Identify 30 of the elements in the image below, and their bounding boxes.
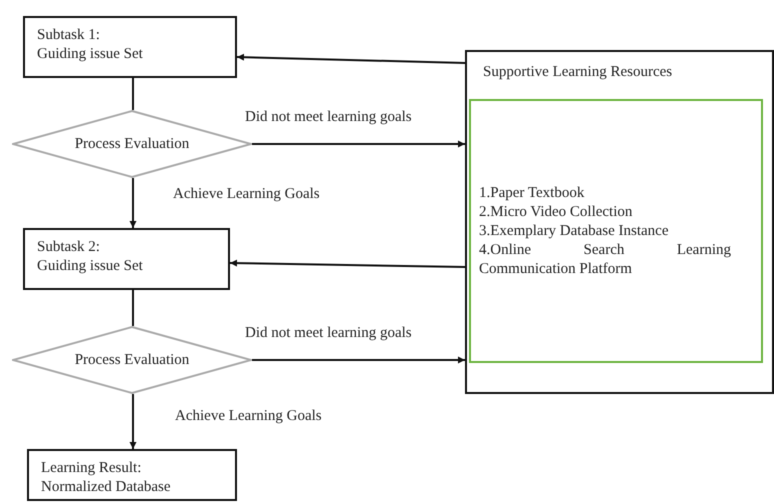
resource-list-box [469,99,763,363]
process-box [23,228,230,290]
arrow [230,260,466,268]
list-item: 3.Exemplary Database Instance [479,222,670,240]
box-heading: Subtask 2: [37,238,100,257]
list-item: 2.Micro Video Collection [479,202,634,222]
edge-label: Achieve Learning Goals [175,407,322,425]
box-text: Guiding issue Set [37,257,143,276]
resource-panel [465,50,774,394]
edge-label: Achieve Learning Goals [173,185,320,203]
arrow [130,394,136,449]
list-item: 4.Online Search Learning Communication Platform [479,240,731,278]
arrow [252,356,465,364]
panel-title: Supportive Learning Resources [483,64,672,80]
arrow [252,140,465,148]
box-text: Guiding issue Set [37,45,143,64]
process-box [23,16,237,78]
box-heading: Learning Result: [41,459,142,478]
box-text: Process Evaluation [74,136,190,152]
box-text: Process Evaluation [74,352,190,368]
connector-line [132,290,134,326]
connector-line [132,78,134,110]
box-text: Normalized Database [41,478,171,497]
edge-label: Did not meet learning goals [245,324,412,342]
result-box [27,449,237,501]
arrow [236,54,466,64]
box-heading: Subtask 1: [37,26,100,45]
edge-label: Did not meet learning goals [245,108,412,126]
arrow [130,178,136,228]
list-item: 1.Paper Textbook [479,184,586,202]
